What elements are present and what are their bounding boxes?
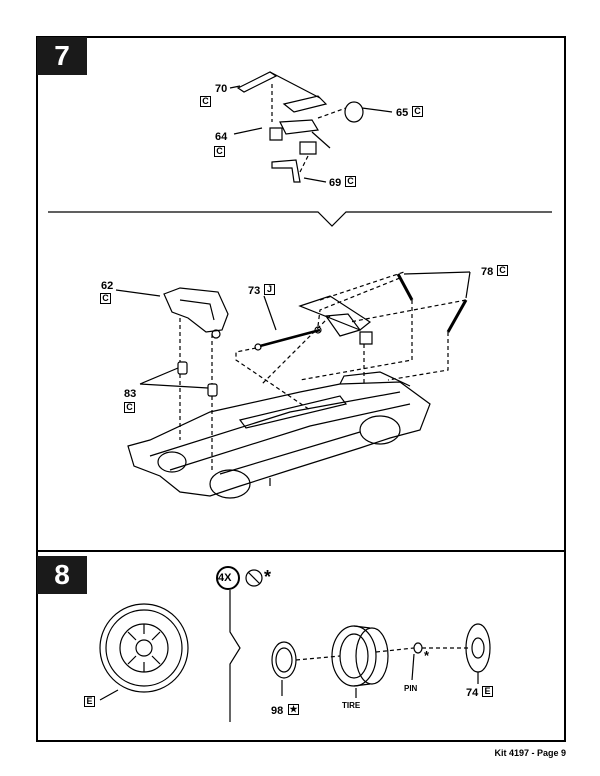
part-69-letter: C	[345, 176, 356, 187]
part-83-letter: C	[124, 402, 135, 413]
step-7-number: 7	[54, 40, 70, 71]
rear-axle-lower	[298, 295, 373, 345]
pin-star: *	[424, 648, 430, 663]
step-8-badge: 8	[37, 556, 87, 594]
step8-vertical-divider	[229, 590, 241, 722]
hubcap-illustration	[99, 603, 189, 701]
part-98-star-box: ★	[288, 704, 299, 715]
part-69-label: 69	[329, 177, 342, 189]
part-65-letter: C	[412, 106, 423, 117]
part-65-label: 65	[396, 107, 409, 119]
step-7-badge: 7	[37, 37, 87, 75]
glue-star: *	[264, 567, 272, 587]
page-footer: Kit 4197 - Page 9	[494, 748, 566, 758]
part-64-label: 64	[215, 131, 228, 143]
part-73-letter: J	[264, 284, 275, 295]
tire-label: TIRE	[342, 701, 361, 710]
part-74-letter: E	[482, 686, 493, 697]
rear-axle-assembly	[236, 71, 364, 183]
wheel-parts-row	[271, 623, 491, 698]
pin-label: PIN	[404, 684, 418, 693]
part-73-label: 73	[248, 285, 261, 297]
step-divider	[36, 550, 566, 552]
part-62-letter: C	[100, 293, 111, 304]
part-78-label: 78	[481, 266, 494, 278]
front-suspension	[163, 287, 229, 339]
part-62-label: 62	[101, 280, 114, 292]
part-78-letter: C	[497, 265, 508, 276]
quantity-label: 4X	[218, 572, 232, 584]
upper-divider-notch	[48, 211, 552, 227]
part-74-label: 74	[466, 687, 479, 699]
part-70-letter: C	[200, 96, 211, 107]
hubcap-letter: E	[84, 696, 95, 707]
instruction-frame	[36, 36, 566, 742]
part-83-label: 83	[124, 388, 137, 400]
part-98-label: 98	[271, 705, 284, 717]
step-8-number: 8	[54, 559, 70, 590]
part-70-label: 70	[215, 83, 228, 95]
sway-bar	[259, 328, 321, 348]
part-64-letter: C	[214, 146, 225, 157]
chassis-body	[127, 371, 431, 499]
